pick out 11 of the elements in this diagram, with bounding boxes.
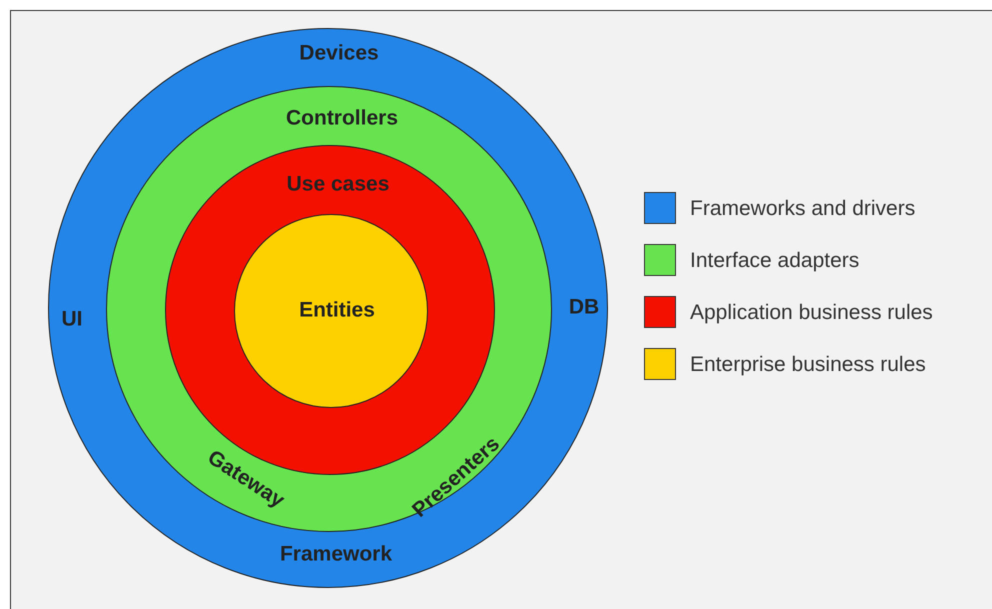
layer-label: Devices [299,42,379,64]
legend-label: Frameworks and drivers [690,198,916,219]
layer-label: Framework [280,544,392,564]
legend-label: Enterprise business rules [690,354,926,375]
layer-label: Entities [299,300,375,320]
layer-label: UI [62,308,82,330]
layer-label: Use cases [286,174,390,194]
layer-label: Controllers [286,108,398,128]
legend-label: Interface adapters [690,250,860,271]
legend-label: Application business rules [690,302,933,323]
layer-label: DB [568,296,600,318]
